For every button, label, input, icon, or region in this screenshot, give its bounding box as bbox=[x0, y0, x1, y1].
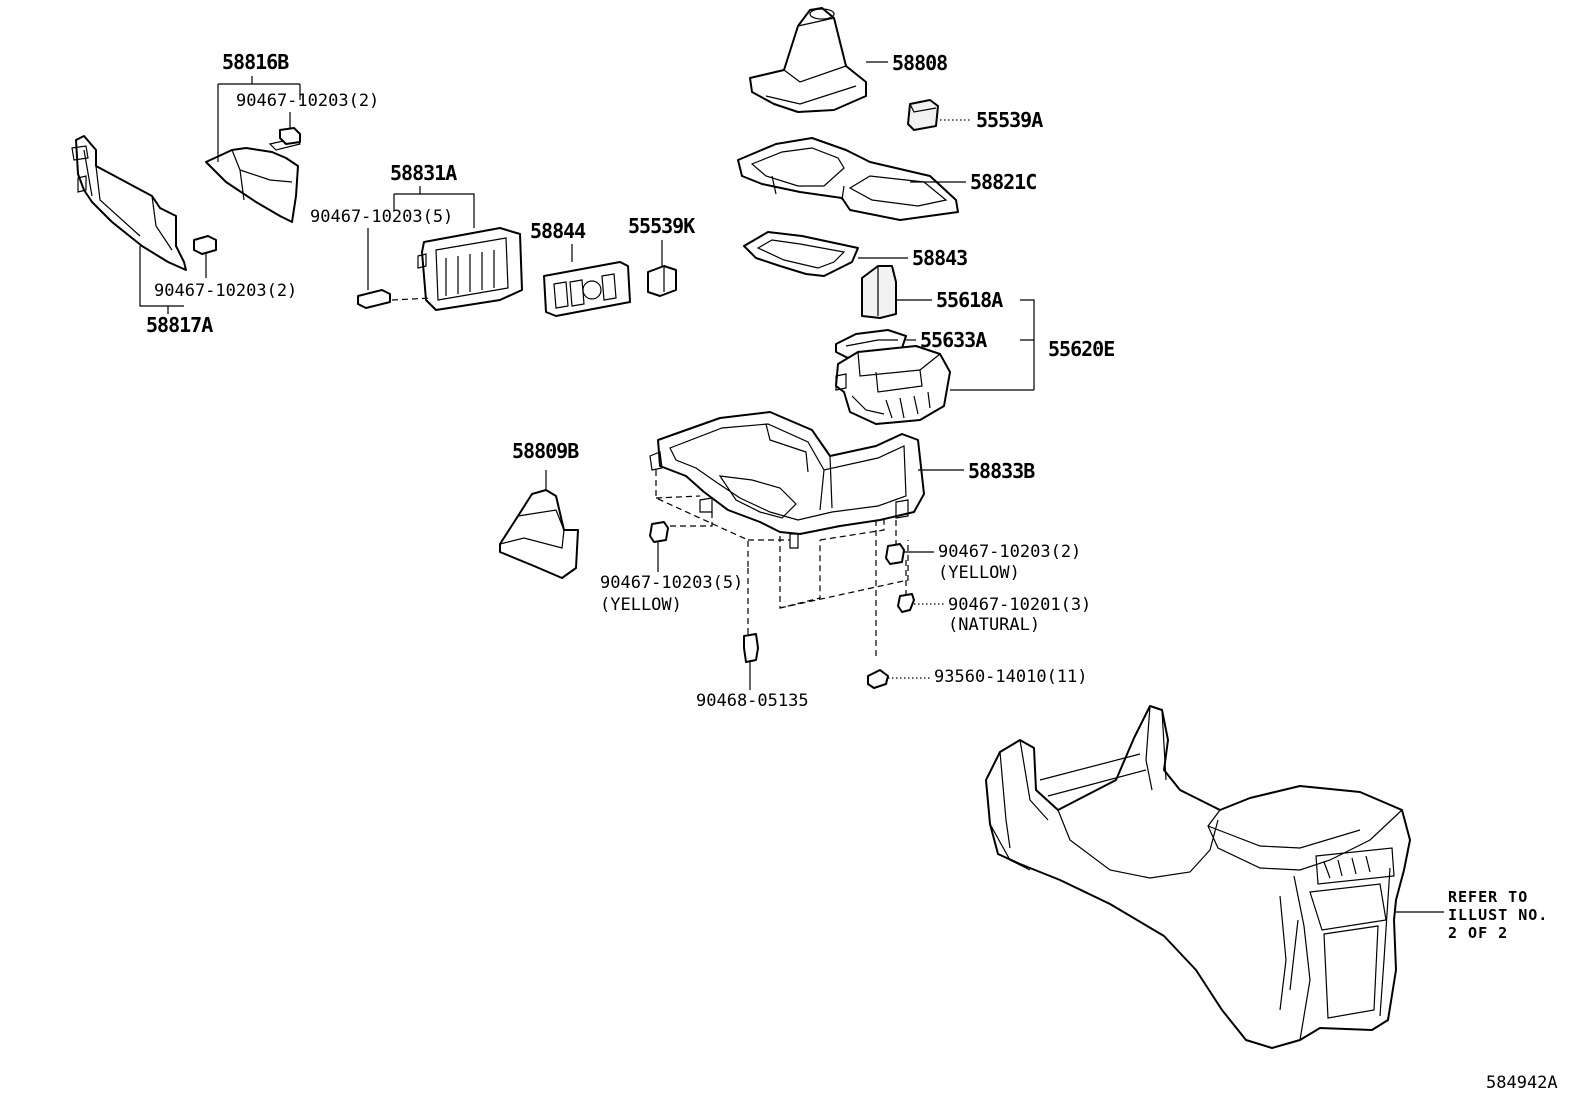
part-58843-drawing bbox=[743, 231, 859, 277]
clip-58817a-drawing bbox=[193, 235, 217, 255]
clip-58816b-drawing bbox=[279, 127, 301, 145]
screw-drawing bbox=[867, 669, 889, 689]
part-58844-drawing bbox=[543, 261, 631, 317]
label-clip-yellow-5: 90467-10203(5) bbox=[600, 573, 743, 593]
label-58808: 58808 bbox=[892, 51, 947, 75]
label-55633a: 55633A bbox=[920, 328, 987, 352]
label-58831a: 58831A bbox=[390, 161, 457, 185]
label-58831a-clip: 90467-10203(5) bbox=[310, 207, 453, 227]
label-58821c: 58821C bbox=[970, 170, 1036, 194]
refer-note-line-1: REFER TO bbox=[1448, 888, 1528, 906]
label-58844: 58844 bbox=[530, 219, 586, 243]
clip-natural-3-drawing bbox=[897, 593, 915, 613]
part-58833b-drawing bbox=[649, 411, 925, 549]
label-55539a: 55539A bbox=[976, 108, 1043, 132]
part-55539a-drawing bbox=[907, 99, 939, 131]
part-55618a-drawing bbox=[861, 265, 897, 319]
label-55618a: 55618A bbox=[936, 288, 1003, 312]
part-58816b-drawing bbox=[205, 137, 301, 223]
refer-note-line-3: 2 OF 2 bbox=[1448, 924, 1508, 942]
clip-90468-drawing bbox=[743, 633, 759, 663]
label-55620e: 55620E bbox=[1048, 337, 1114, 361]
part-58821c-drawing bbox=[737, 137, 959, 221]
label-58816b-clip: 90467-10203(2) bbox=[236, 91, 379, 111]
console-assembly-drawing bbox=[985, 705, 1411, 1049]
clip-58831a-drawing bbox=[357, 289, 391, 309]
label-58817a: 58817A bbox=[146, 313, 213, 337]
clip-yellow-5-drawing bbox=[649, 521, 669, 543]
label-58809b: 58809B bbox=[512, 439, 579, 463]
clip-yellow-2-drawing bbox=[885, 543, 905, 565]
part-58809b-drawing bbox=[499, 489, 579, 579]
label-90468: 90468-05135 bbox=[696, 691, 809, 711]
refer-note-line-2: ILLUST NO. bbox=[1448, 906, 1548, 924]
label-58833b: 58833B bbox=[968, 459, 1035, 483]
part-55539k-drawing bbox=[647, 265, 677, 297]
label-58843: 58843 bbox=[912, 246, 967, 270]
part-58831a-drawing bbox=[417, 227, 523, 311]
label-clip-natural-3: 90467-10201(3) bbox=[948, 595, 1091, 615]
assembly-lines bbox=[655, 470, 909, 660]
part-58808-drawing bbox=[749, 7, 867, 113]
label-screw: 93560-14010(11) bbox=[934, 667, 1088, 687]
label-clip-yellow-2: 90467-10203(2) bbox=[938, 542, 1081, 562]
part-58817a-drawing bbox=[71, 135, 187, 271]
label-55539k: 55539K bbox=[628, 214, 695, 238]
part-55620e-drawing bbox=[835, 345, 951, 425]
label-clip-yellow-5-color: (YELLOW) bbox=[600, 595, 682, 615]
label-clip-yellow-2-color: (YELLOW) bbox=[938, 563, 1020, 583]
label-58817a-clip: 90467-10203(2) bbox=[154, 281, 297, 301]
figure-id: 584942A bbox=[1486, 1073, 1558, 1093]
label-58816b: 58816B bbox=[222, 50, 289, 74]
label-clip-natural-3-color: (NATURAL) bbox=[948, 615, 1040, 635]
